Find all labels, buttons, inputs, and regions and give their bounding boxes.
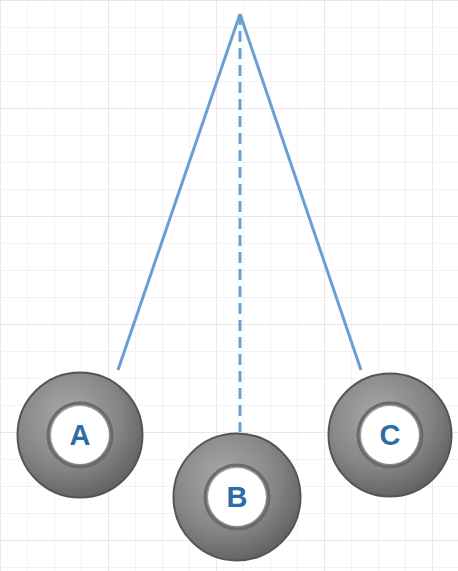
washer-weight: C — [327, 372, 453, 498]
weight-label: C — [380, 421, 401, 450]
washer-ring — [329, 374, 452, 497]
rest-position-line — [239, 14, 242, 432]
washer-hole-edge — [205, 465, 269, 529]
washer-hole — [51, 406, 109, 464]
washer-hole — [361, 406, 419, 464]
washer-ring — [174, 434, 301, 561]
washer-ring — [18, 373, 143, 498]
string-line — [118, 14, 240, 370]
washer-weight: B — [172, 432, 302, 562]
weight-label: A — [70, 421, 91, 450]
washer-hole-edge — [48, 403, 112, 467]
washer-hole — [208, 468, 266, 526]
washer-weight: A — [16, 371, 144, 499]
string-line — [240, 14, 361, 370]
weight-label: B — [227, 483, 248, 512]
washer-hole-edge — [358, 403, 422, 467]
